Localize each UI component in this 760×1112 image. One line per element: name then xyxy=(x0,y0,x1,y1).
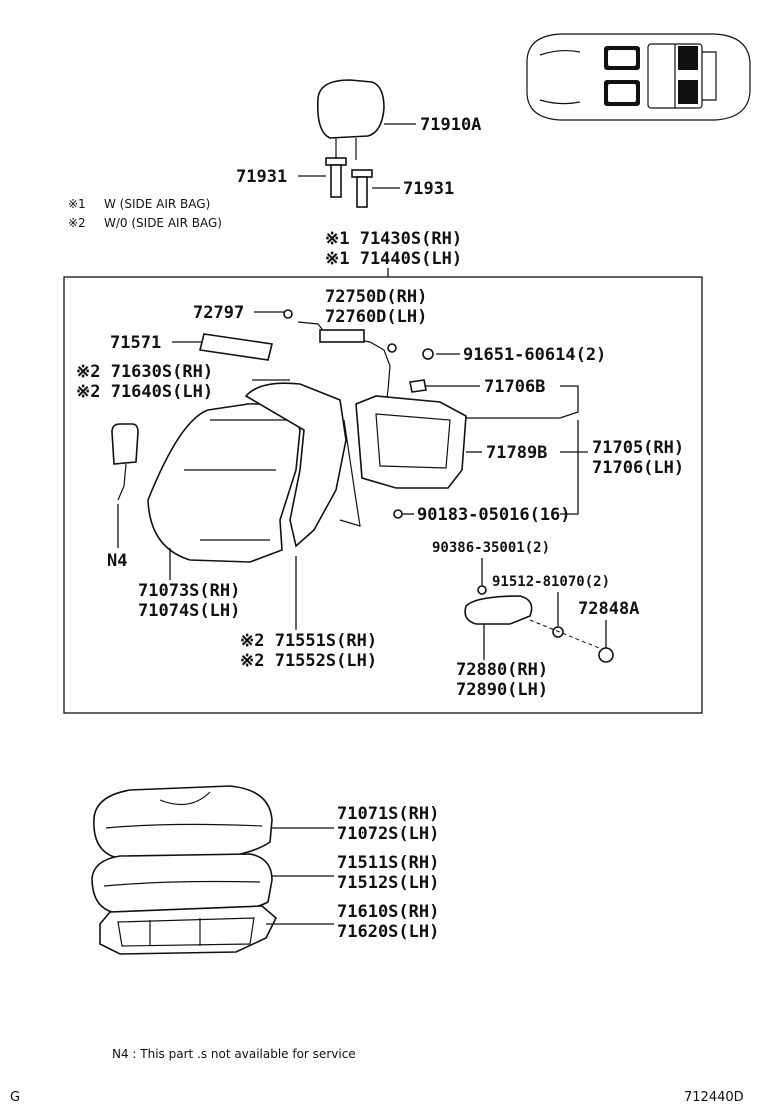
label-71511s-rh: 71511S(RH) xyxy=(337,853,439,873)
cushion-cover-drawing xyxy=(93,785,273,861)
label-71640s-lh: ※2 71640S(LH) xyxy=(76,382,213,402)
footer-diagram-code: 712440D xyxy=(684,1090,744,1105)
label-71610s-rh: 71610S(RH) xyxy=(337,902,439,922)
label-91651-60614: 91651-60614(2) xyxy=(463,345,606,365)
cushion-frame-drawing xyxy=(99,905,277,955)
label-71551s-rh: ※2 71551S(RH) xyxy=(240,631,377,651)
label-71552s-lh: ※2 71552S(LH) xyxy=(240,651,377,671)
armrest-drawing xyxy=(464,595,533,625)
clip-90183-drawing xyxy=(393,509,403,519)
screw-91651-drawing xyxy=(422,348,434,360)
headrest-guide-right-drawing xyxy=(351,169,373,208)
footer-left-code: G xyxy=(10,1090,20,1105)
label-71512s-lh: 71512S(LH) xyxy=(337,873,439,893)
label-71706-lh: 71706(LH) xyxy=(592,458,684,478)
note-star2-mark: ※2 xyxy=(68,216,86,230)
label-71630s-rh: ※2 71630S(RH) xyxy=(76,362,213,382)
seatback-pad-drawing xyxy=(244,382,347,548)
label-72797: 72797 xyxy=(193,303,244,323)
label-71440s-lh: ※1 71440S(LH) xyxy=(325,249,462,269)
label-71789b: 71789B xyxy=(486,443,547,463)
label-71620s-lh: 71620S(LH) xyxy=(337,922,439,942)
label-71931-right: 71931 xyxy=(403,179,454,199)
cushion-pad-drawing xyxy=(91,853,273,915)
label-71072s-lh: 71072S(LH) xyxy=(337,824,439,844)
label-71910a: 71910A xyxy=(420,115,481,135)
part-72797-drawing xyxy=(283,309,293,319)
seatback-assembly-frame xyxy=(63,276,703,714)
label-72880-rh: 72880(RH) xyxy=(456,660,548,680)
seatback-frame-drawing xyxy=(355,395,467,489)
label-71430s-rh: ※1 71430S(RH) xyxy=(325,229,462,249)
headrest-drawing xyxy=(316,79,385,160)
label-91512-81070: 91512-81070(2) xyxy=(492,574,610,590)
note-star2-text: W/0 (SIDE AIR BAG) xyxy=(104,216,222,230)
label-71705-rh: 71705(RH) xyxy=(592,438,684,458)
label-72760d-lh: 72760D(LH) xyxy=(325,307,427,327)
note-n4: N4 : This part .s not available for serv… xyxy=(112,1047,356,1061)
vehicle-locator-icon xyxy=(526,33,751,121)
label-72890-lh: 72890(LH) xyxy=(456,680,548,700)
label-72848a: 72848A xyxy=(578,599,639,619)
label-71071s-rh: 71071S(RH) xyxy=(337,804,439,824)
label-72750d-rh: 72750D(RH) xyxy=(325,287,427,307)
bolt-91512-drawing xyxy=(552,626,564,638)
seatback-cover-drawing xyxy=(147,403,301,563)
label-90183-05016: 90183-05016(16) xyxy=(417,505,571,525)
label-71074s-lh: 71074S(LH) xyxy=(138,601,240,621)
note-star1-text: W (SIDE AIR BAG) xyxy=(104,197,210,211)
label-90386-35001: 90386-35001(2) xyxy=(432,540,550,556)
label-71073s-rh: 71073S(RH) xyxy=(138,581,240,601)
label-71931-left: 71931 xyxy=(236,167,287,187)
cap-72848a-drawing xyxy=(598,647,614,663)
label-71571: 71571 xyxy=(110,333,161,353)
headrest-guide-left-drawing xyxy=(325,157,347,198)
side-bracket-drawing xyxy=(111,423,139,465)
note-star1-mark: ※1 xyxy=(68,197,86,211)
label-n4: N4 xyxy=(107,551,127,571)
part-71571-drawing xyxy=(199,333,273,361)
label-71706b: 71706B xyxy=(484,377,545,397)
